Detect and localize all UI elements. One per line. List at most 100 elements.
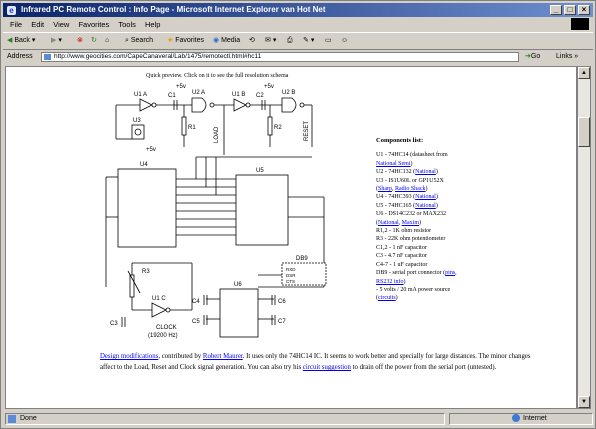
design-modifications-paragraph: Design modifications, contributed by Rob… <box>100 351 540 373</box>
label-u1a: U1 A <box>134 92 147 98</box>
links-button[interactable]: Links » <box>556 53 579 60</box>
component-text: ) <box>395 295 398 302</box>
forward-button[interactable]: ▶ ▾ <box>51 37 62 44</box>
zone-label: Internet <box>523 415 547 422</box>
components-heading: Components list: <box>376 137 424 144</box>
component-text: ) <box>435 202 438 209</box>
component-link[interactable]: pins <box>445 270 456 277</box>
component-link[interactable]: Radio Shack <box>395 186 426 193</box>
component-text: C3 - 4.7 nF capacitor <box>376 253 427 260</box>
paragraph-link[interactable]: Robert Maurer <box>202 353 243 360</box>
discuss-button[interactable]: ▭ <box>325 33 332 49</box>
vertical-scrollbar[interactable]: ▲ ▼ <box>577 66 591 409</box>
home-icon: ⌂ <box>105 37 110 44</box>
components-line: C1,2 - 1 nF capacitor <box>376 244 486 252</box>
paragraph-link[interactable]: circuit suggestion <box>302 364 351 371</box>
mail-button[interactable]: ✉ ▾ <box>265 37 277 44</box>
menu-tools[interactable]: Tools <box>118 20 136 29</box>
schematic-image[interactable]: U1 A U2 A U1 B U2 B +5v +5v +5v U3 R1 R2… <box>6 67 376 347</box>
favorites-button[interactable]: ★ Favorites <box>167 33 204 49</box>
schematic-caption: Quick preview. Click on it to see the fu… <box>146 73 289 79</box>
label-r1: R1 <box>188 125 196 131</box>
address-input[interactable]: http://www.geocities.com/CapeCanaveral/L… <box>41 52 519 62</box>
back-button[interactable]: ◀ Back ▾ <box>7 37 36 44</box>
components-line: (National, Maxim) <box>376 219 486 227</box>
home-button[interactable]: ⌂ <box>105 33 109 49</box>
components-line: R3 - 22K ohm potentiometer <box>376 235 486 243</box>
label-u2b: U2 B <box>282 90 295 96</box>
components-line: National Semi) <box>376 160 486 168</box>
components-line: C3 - 4.7 nF capacitor <box>376 252 486 260</box>
label-c3: C3 <box>110 321 118 327</box>
go-label: Go <box>530 53 541 60</box>
component-text: C1,2 - 1 nF capacitor <box>376 244 427 251</box>
scroll-down-button[interactable]: ▼ <box>578 396 590 408</box>
status-text-panel: Done <box>5 413 445 425</box>
component-link[interactable]: National <box>415 194 436 201</box>
component-text: R1,2 - 1K ohm resistor <box>376 228 432 235</box>
go-arrow-icon: ➔ <box>525 53 531 60</box>
label-u1c: U1 C <box>152 296 166 302</box>
component-text: ) <box>410 160 413 167</box>
label-rxd: RXD <box>286 267 296 272</box>
component-text: - 5 volts / 20 mA power source <box>376 286 451 293</box>
address-bar: Address http://www.geocities.com/CapeCan… <box>3 50 593 64</box>
refresh-button[interactable]: ↻ <box>91 33 97 49</box>
refresh-icon: ↻ <box>91 37 97 44</box>
menu-edit[interactable]: Edit <box>31 20 45 29</box>
maximize-button[interactable]: □ <box>564 5 576 15</box>
scroll-thumb[interactable] <box>578 117 590 147</box>
component-text: U6 - DS14C232 or MAX232 <box>376 211 447 218</box>
ie-logo-icon: e <box>7 6 16 15</box>
component-link[interactable]: National <box>415 202 436 209</box>
component-link[interactable]: circuits <box>378 295 396 302</box>
menu-favorites[interactable]: Favorites <box>78 20 110 29</box>
component-link[interactable]: Sharp <box>378 186 392 193</box>
scroll-up-button[interactable]: ▲ <box>578 67 590 79</box>
label-vcc-2: +5v <box>264 84 274 90</box>
messenger-button[interactable]: ☺ <box>341 33 348 49</box>
minimize-button[interactable]: _ <box>550 5 562 15</box>
history-button[interactable]: ⟲ <box>249 33 255 49</box>
components-line: U1 - 74HC14 (datasheet from <box>376 151 486 159</box>
component-link[interactable]: National Semi <box>376 160 411 167</box>
label-c5: C5 <box>192 319 200 325</box>
stop-button[interactable]: ⊗ <box>77 33 83 49</box>
components-line: - 5 volts / 20 mA power source <box>376 286 486 294</box>
print-icon: ⎙ <box>287 37 293 44</box>
component-text: , <box>392 186 395 193</box>
components-line: U2 - 74HC132 (National) <box>376 168 486 176</box>
media-button[interactable]: ◉ Media <box>213 33 240 49</box>
paragraph-text: . It uses only the 74HC14 IC. It seems t… <box>100 353 531 371</box>
links-label: Links <box>556 53 573 60</box>
title-bar[interactable]: e Infrared PC Remote Control : Info Page… <box>3 3 593 17</box>
component-text: ( <box>376 219 378 226</box>
component-text: U1 - 74HC14 (datasheet from <box>376 152 448 159</box>
label-c6: C6 <box>278 299 286 305</box>
paragraph-text: , contributed by <box>158 353 203 360</box>
go-button[interactable]: ➔Go <box>525 50 540 64</box>
component-link[interactable]: National <box>415 169 436 176</box>
component-link[interactable]: RS232 info <box>376 278 404 285</box>
close-button[interactable]: × <box>578 5 590 15</box>
mail-icon: ✉ <box>265 37 271 44</box>
search-label: Search <box>130 37 154 44</box>
search-button[interactable]: ⌕ Search <box>125 33 153 49</box>
edit-button[interactable]: ✎ ▾ <box>303 37 315 44</box>
paragraph-link[interactable]: Design modifications <box>100 353 159 360</box>
component-link[interactable]: Maxim <box>401 219 420 226</box>
label-u6: U6 <box>234 282 242 288</box>
component-text: U3 - IS1U60L or GP1U52X <box>376 177 444 184</box>
menu-view[interactable]: View <box>53 20 70 29</box>
component-text: ) <box>425 186 428 193</box>
component-text: ( <box>376 295 378 302</box>
ir-sensor-u3 <box>131 124 145 140</box>
edit-icon: ✎ <box>303 37 309 44</box>
menu-help[interactable]: Help <box>144 20 161 29</box>
component-link[interactable]: National <box>378 219 399 226</box>
menu-bar: File Edit View Favorites Tools Help <box>3 18 593 31</box>
menu-file[interactable]: File <box>10 20 23 29</box>
print-button[interactable]: ⎙ <box>287 33 293 49</box>
label-vcc-3: +5v <box>146 147 156 153</box>
